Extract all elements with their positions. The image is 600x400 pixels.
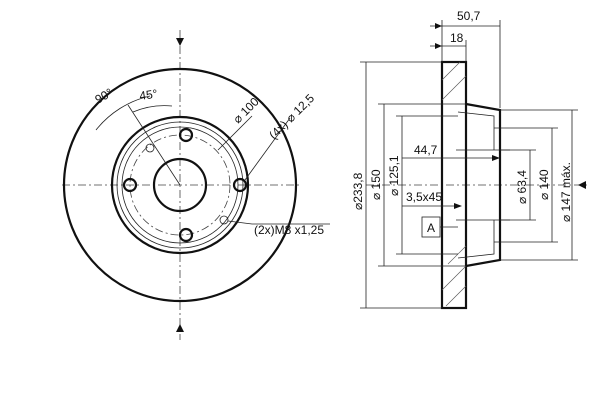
disc-hatching [441,61,467,307]
angle-90-label: 90° [93,85,116,106]
disc-thickness-label: 18 [450,31,464,45]
disc-section-outline [440,60,468,310]
hat-step [121,126,239,244]
friction-ring-inner-edge [110,115,250,255]
total-width-arrow [435,23,442,29]
angle-arc-45 [132,105,173,113]
bolt-hole-left [122,177,138,193]
dia-outer-label: ⌀233,8 [351,172,365,210]
thread-leader [227,220,253,225]
side-view: 50,7 18 44,7 3,5x45 A ⌀233,8 ⌀ 150 ⌀ 125… [351,9,590,310]
front-view: 90° 45° ⌀ 100 (4x) ⌀ 12,5 (2x)M8 x1,25 [62,30,330,340]
center-marker-bottom [176,324,184,332]
disc-outer-edge [62,67,298,303]
dia-147-label: ⌀ 147 máx. [559,162,573,222]
hat-depth-arrow [492,155,500,161]
bolt-hole-bottom [178,227,194,243]
bolt-hole-right [232,177,248,193]
hat-inner-top [457,111,495,150]
angle-arc-90 [95,95,151,131]
chamfer-arrow [454,203,462,209]
left-diameter-dims [360,61,466,309]
angle-ray [127,104,181,186]
chamfer-label: 3,5x45 [406,190,442,204]
thread-holes-label: (2x)M8 x1,25 [254,223,324,237]
angle-45-label: 45° [138,87,158,103]
hat-outline-top [465,102,502,150]
bolt-circle-leader [217,115,253,151]
hat-edge [116,121,244,249]
center-bore [152,157,208,213]
dia-140-label: ⌀ 140 [537,169,551,200]
center-marker-top [176,38,184,46]
side-center-marker [578,181,586,189]
total-width-label: 50,7 [457,9,481,23]
right-diameter-dims [494,109,578,261]
datum-label: A [427,221,435,235]
thread-hole-1 [145,143,155,153]
hat-depth-label: 44,7 [414,143,438,157]
hat-outline-bottom [465,220,502,268]
thread-hole-2 [219,215,229,225]
thickness-arrow [435,43,442,49]
dia-63-label: ⌀ 63,4 [515,170,529,204]
bolt-hole-top [178,127,194,143]
hat-inner-bottom [457,220,495,259]
dia-125-label: ⌀ 125,1 [387,155,401,196]
dia-150-label: ⌀ 150 [369,169,383,200]
bolt-hole-leader [244,117,291,181]
